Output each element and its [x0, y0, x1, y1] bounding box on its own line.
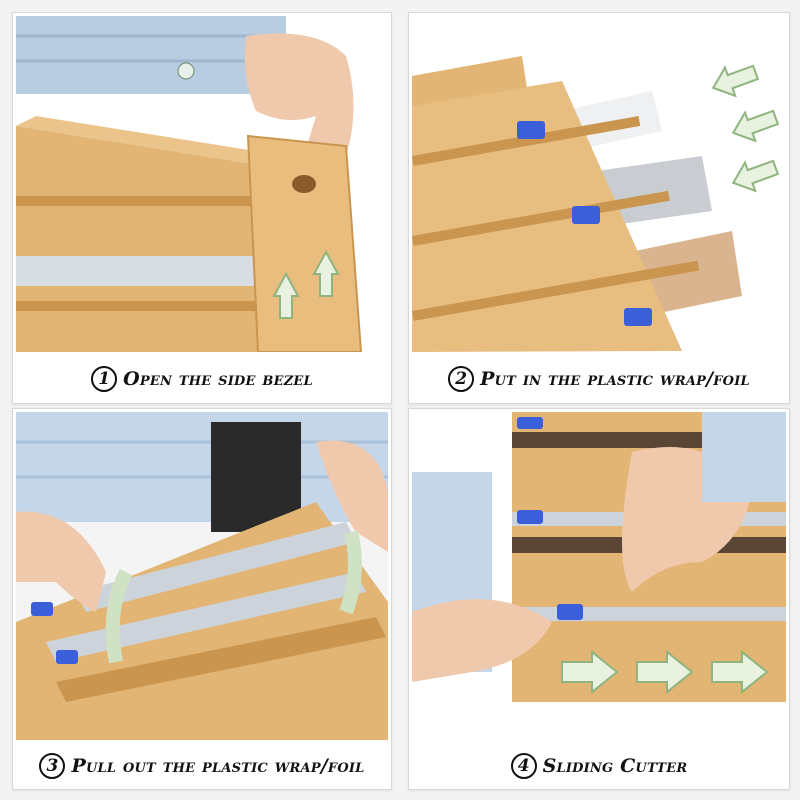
step-caption-text: Pull out the plastic wrap/foil [71, 755, 365, 777]
side-bezel [246, 134, 363, 352]
up-arrow-icon [272, 271, 300, 319]
step-number-badge: 1 [91, 366, 118, 392]
hand [316, 440, 388, 552]
arrow-icon [731, 159, 780, 193]
cutter-slider [572, 206, 600, 224]
step-caption-text: Sliding Cutter [542, 755, 688, 777]
cutter-slider [517, 417, 543, 429]
step-1-caption: 1 Open the side bezel [13, 355, 391, 403]
shirt-sleeve [16, 16, 286, 94]
dispenser-box [16, 126, 266, 352]
cutter-slider [624, 308, 652, 326]
step-3-caption: 3 Pull out the plastic wrap/foil [13, 743, 391, 789]
step-1-photo [16, 16, 388, 352]
step-1-panel: 1 Open the side bezel [12, 12, 392, 404]
cutter-slider [517, 510, 543, 524]
step-4-panel: 4 Sliding Cutter [408, 408, 790, 790]
arrow-icon [731, 109, 780, 143]
cutter-slider [557, 604, 583, 620]
step-3-panel: 3 Pull out the plastic wrap/foil [12, 408, 392, 790]
step-4-photo [412, 412, 786, 740]
step-caption-text: Put in the plastic wrap/foil [480, 368, 750, 390]
up-arrow-icon [312, 249, 340, 297]
step-caption-text: Open the side bezel [123, 368, 313, 390]
step-2-caption: 2 Put in the plastic wrap/foil [409, 355, 789, 403]
step-4-caption: 4 Sliding Cutter [409, 743, 789, 789]
step-2-photo [412, 16, 786, 352]
step-3-photo [16, 412, 388, 740]
right-arrow-icon [711, 649, 769, 695]
curved-arrow-icon [339, 530, 362, 615]
cutter-slider [517, 121, 545, 139]
step-number-badge: 2 [448, 366, 475, 392]
hand [16, 511, 106, 612]
right-arrow-icon [561, 649, 619, 695]
cutter-slider [56, 650, 78, 664]
curved-arrow-icon [105, 568, 133, 664]
step-number-badge: 4 [510, 753, 537, 779]
step-2-panel: 2 Put in the plastic wrap/foil [408, 12, 790, 404]
arrow-icon [711, 64, 760, 98]
hand [412, 599, 552, 682]
step-number-badge: 3 [39, 753, 66, 779]
right-arrow-icon [636, 649, 694, 695]
cutter-slider [31, 602, 53, 616]
